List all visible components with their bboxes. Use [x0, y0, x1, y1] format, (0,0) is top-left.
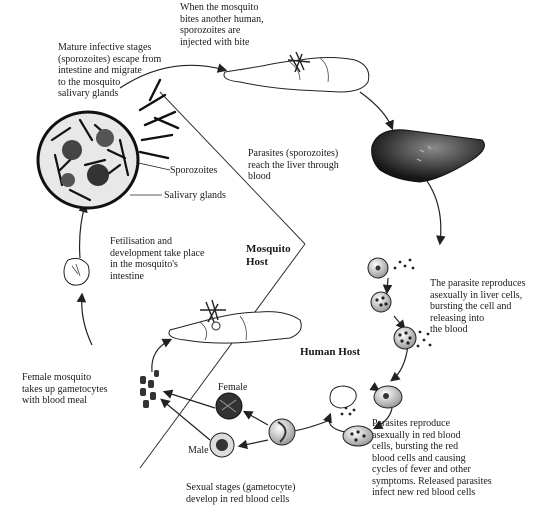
female-mosquito-label: Female mosquito takes up gametocytes wit…	[22, 372, 108, 406]
salivary-gland-illustration	[36, 78, 180, 210]
arrow-gland-to-bite	[119, 63, 228, 89]
arrow-rbc-cycle	[372, 407, 393, 430]
liver-illustration	[371, 129, 485, 183]
fertilisation-label: Fetilisation and development take place …	[110, 236, 205, 282]
red-blood-cell-cycle	[329, 385, 403, 447]
hand-mosquito-feeding-illustration	[168, 299, 302, 344]
arrow-female-to-mosquito	[162, 389, 216, 409]
arrow-male-to-mosquito	[160, 398, 211, 441]
male-label: Male	[188, 445, 209, 456]
arrow-rbc-cycle	[322, 412, 346, 433]
arrow-bite-to-liver	[359, 91, 394, 131]
host-divider-line	[159, 91, 306, 245]
liver-label: Parasites (sporozoites) reach the liver …	[248, 148, 339, 182]
arrow-to-male	[237, 439, 269, 450]
arrow-cells-to-blood	[390, 344, 409, 382]
mature-stages-label: Mature infective stages (sporozoites) es…	[58, 42, 162, 99]
blood-meal-cells	[140, 370, 159, 408]
female-label: Female	[218, 382, 248, 393]
hand-mosquito-bite-illustration	[223, 51, 370, 93]
liver-cells-label: The parasite reproduces asexually in liv…	[430, 278, 526, 335]
bite-label: When the mosquito bites another human, s…	[180, 2, 264, 48]
sporozoites-label: Sporozoites	[170, 165, 218, 176]
sexual-stages-label: Sexual stages (gametocyte) develop in re…	[186, 482, 296, 505]
arrow-liver-to-cells	[419, 171, 446, 246]
mosquito-host-label: Mosquito Host	[246, 243, 291, 268]
salivary-glands-label: Salivary glands	[164, 190, 226, 201]
arrow-to-glands	[78, 202, 88, 259]
human-host-label: Human Host	[300, 346, 361, 358]
arrow-to-intestine	[76, 292, 93, 346]
mosquito-intestine-illustration	[63, 257, 90, 286]
host-divider-line	[139, 243, 306, 469]
liver-cell-stages	[367, 257, 432, 350]
arrow-blood-meal	[151, 338, 173, 373]
rbc-reproduction-label: Parasites reproduce asexually in red blo…	[372, 418, 492, 498]
arrow-to-female	[242, 410, 269, 426]
gametocyte-cells	[209, 392, 296, 458]
